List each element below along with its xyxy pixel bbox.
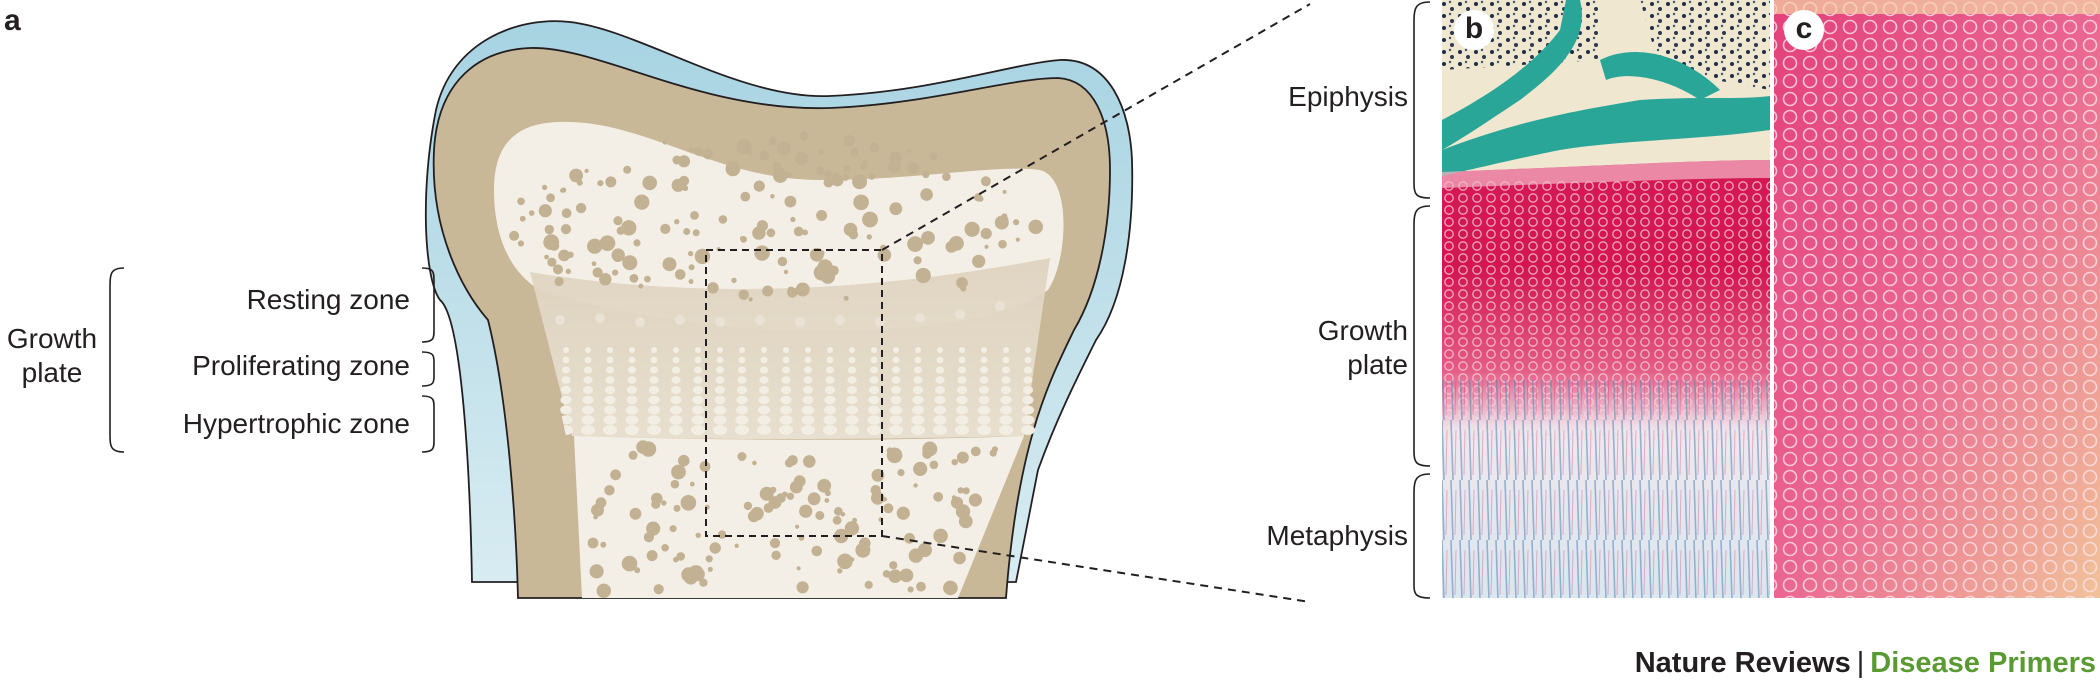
zoom-line-bottom [881,535,1311,603]
journal-series: Disease Primers [1870,647,2096,679]
growth-plate-region-line1: Growth [1317,315,1408,346]
metaphysis-label: Metaphysis [1266,520,1408,551]
metaphysis-brace [1413,473,1431,599]
epiphysis-brace [1413,1,1431,199]
panel-label-c: c [1784,10,1824,50]
growth-plate-label-line2: plate [21,357,83,388]
panel-label-a: a [4,4,21,37]
hypertrophic-zone-label: Hypertrophic zone [182,408,410,439]
hypertrophic-zone-brace [421,395,435,453]
growth-plate-region-label: Growth plate [1220,314,1408,382]
proliferating-zone-columns [559,347,1035,435]
zoom-box [705,249,883,537]
panel-label-b: b [1454,10,1494,50]
growth-plate-brace [109,267,125,453]
growth-plate-label-line1: Growth [6,323,98,354]
trabecular-pores [509,131,1043,598]
journal-brand: Nature Reviews [1634,647,1851,679]
growth-plate-label: Growth plate [0,322,104,390]
histology-panel-c [1774,0,2100,598]
histology-panel-b [1442,0,1770,598]
resting-zone-cells [555,301,1005,327]
resting-zone-brace [421,267,435,343]
credit-separator: | [1856,647,1865,679]
epiphysis-label: Epiphysis [1288,81,1408,112]
resting-zone-label: Resting zone [246,284,410,315]
growth-plate-region-brace [1413,205,1431,467]
proliferating-zone-label: Proliferating zone [192,350,410,381]
journal-credit: Nature Reviews|Disease Primers [1635,647,2096,680]
growth-plate-region-line2: plate [1347,349,1408,380]
proliferating-zone-brace [421,351,435,387]
growth-plate-band [530,258,1050,439]
zoom-line-top [881,3,1311,251]
